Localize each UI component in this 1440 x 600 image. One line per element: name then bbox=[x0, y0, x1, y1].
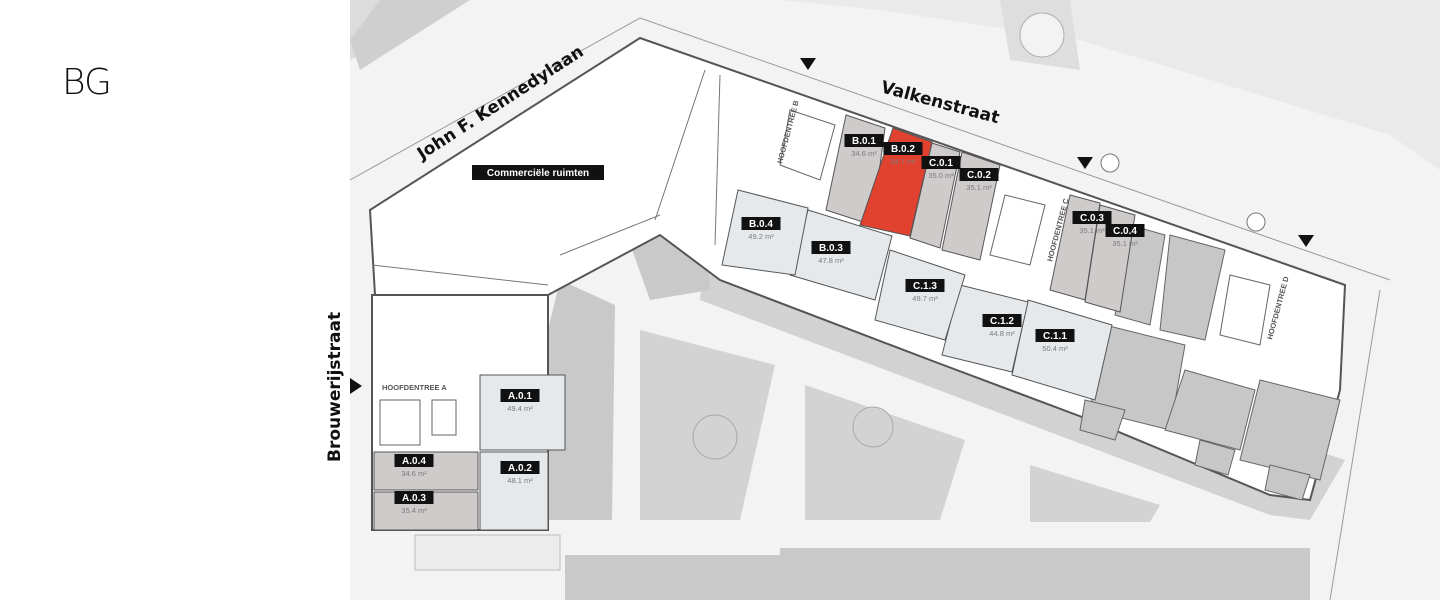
unit-label-bg bbox=[1035, 329, 1075, 342]
unit-labels: A.0.1 49.4 m² A.0.2 48.1 m² A.0.3 35.4 m² A.0.… bbox=[394, 134, 1145, 515]
unit-area-label: 50.4 m² bbox=[1042, 344, 1068, 353]
unit-id-label: A.0.4 bbox=[402, 456, 426, 467]
unit-label-bg bbox=[1072, 211, 1112, 224]
unit-area-label: 49.2 m² bbox=[748, 232, 774, 241]
unit-area-label: 35.1 m² bbox=[1079, 226, 1105, 235]
entrance-arrow-icon bbox=[350, 378, 362, 394]
unit-area-label: 49.4 m² bbox=[507, 404, 533, 413]
unit-B.0.4[interactable] bbox=[721, 189, 809, 276]
tree-icon bbox=[1100, 153, 1120, 173]
unit-label-bg bbox=[883, 142, 923, 155]
commercial-label-bg bbox=[472, 165, 604, 180]
unit-id-label: B.0.4 bbox=[749, 219, 773, 230]
unit-C.1.3[interactable] bbox=[874, 249, 966, 341]
unit-id-label: C.0.4 bbox=[1113, 226, 1137, 237]
unit-id-label: C.0.3 bbox=[1080, 213, 1104, 224]
unit-id-label: C.0.1 bbox=[929, 158, 953, 169]
entrance-arrow-icon bbox=[1077, 157, 1093, 169]
unit-id-label: A.0.1 bbox=[508, 391, 532, 402]
unit-area-label: 35.4 m² bbox=[401, 506, 427, 515]
unit-label-bg bbox=[921, 156, 961, 169]
unit-area-label: 34.7 m² bbox=[890, 157, 916, 166]
unit-label-bg bbox=[500, 389, 540, 402]
unit-label-bg bbox=[500, 461, 540, 474]
unit-area-label: 35.1 m² bbox=[966, 183, 992, 192]
unit-label-bg bbox=[394, 491, 434, 504]
tree-icon bbox=[1246, 212, 1266, 232]
unit-C.0.1[interactable] bbox=[909, 142, 961, 249]
unit-area-label: 34.6 m² bbox=[851, 149, 877, 158]
unit-id-label: C.1.1 bbox=[1043, 331, 1067, 342]
unit-id-label: C.1.3 bbox=[913, 281, 937, 292]
unit-area-label: 35.1 m² bbox=[1112, 239, 1138, 248]
unit-label-bg bbox=[905, 279, 945, 292]
unit-id-label: B.0.2 bbox=[891, 144, 915, 155]
entrance-arrow-icon bbox=[800, 58, 816, 70]
unit-label-bg bbox=[844, 134, 884, 147]
unit-id-label: A.0.2 bbox=[508, 463, 532, 474]
unit-area-label: 35.0 m² bbox=[928, 171, 954, 180]
floor-level-label: BG bbox=[62, 62, 112, 103]
unit-label-bg bbox=[982, 314, 1022, 327]
unit-id-label: C.1.2 bbox=[990, 316, 1014, 327]
unit-area-label: 49.7 m² bbox=[912, 294, 938, 303]
unit-id-label: C.0.2 bbox=[967, 170, 991, 181]
unit-label-bg bbox=[394, 454, 434, 467]
unit-id-label: A.0.3 bbox=[402, 493, 426, 504]
unit-label-bg bbox=[959, 168, 999, 181]
street-name-brouwerijstraat: Brouwerijstraat bbox=[325, 312, 345, 462]
unit-label-bg bbox=[741, 217, 781, 230]
commercial-label: Commerciële ruimten bbox=[487, 168, 589, 179]
entrance-arrow-icon bbox=[1298, 235, 1314, 247]
stair-cores bbox=[379, 109, 1271, 446]
unit-area-label: 47.8 m² bbox=[818, 256, 844, 265]
unit-label-bg bbox=[1105, 224, 1145, 237]
unit-id-label: B.0.1 bbox=[852, 136, 876, 147]
unit-area-label: 34.6 m² bbox=[401, 469, 427, 478]
unit-area-label: 44.8 m² bbox=[989, 329, 1015, 338]
entrance-a-label: HOOFDENTREE A bbox=[382, 383, 447, 392]
unit-id-label: B.0.3 bbox=[819, 243, 843, 254]
unit-area-label: 48.1 m² bbox=[507, 476, 533, 485]
unit-label-bg bbox=[811, 241, 851, 254]
